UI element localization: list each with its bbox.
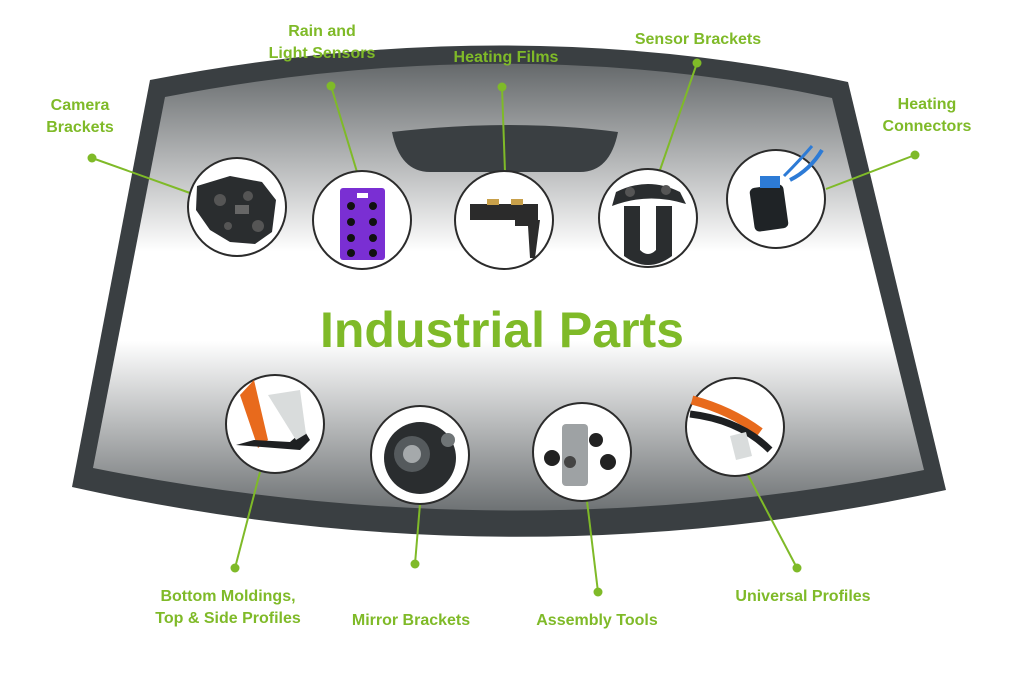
leader-dot-heating-films [497,82,507,92]
leader-line-mirror-brackets [414,503,421,565]
leader-dot-heating-connectors [910,150,920,160]
diagram-title: Industrial Parts [320,302,684,358]
leader-line-universal-profiles [747,474,798,569]
leader-line-assembly-tools [586,500,599,593]
heating-film-icon [454,170,554,270]
label-line: Heating Films [453,49,559,66]
leader-dot-camera-brackets [87,153,97,163]
label-line: Rain and [288,23,356,40]
molding-profile-icon [225,374,325,474]
label-line: Light Sensors [268,45,376,62]
universal-profile-icon [685,377,785,477]
leader-dot-mirror-brackets [410,559,420,569]
sensor-bracket-icon [598,168,698,268]
leader-dot-universal-profiles [792,563,802,573]
label-assembly-tools: Assembly Tools [526,610,668,632]
label-bottom-moldings: Bottom Moldings, Top & Side Profiles [138,586,318,630]
label-universal-profiles: Universal Profiles [722,586,884,608]
leader-dots [87,58,920,597]
leader-dot-bottom-moldings [230,563,240,573]
leader-dot-sensor-brackets [692,58,702,68]
leader-line-rain-light-sensors [330,85,358,173]
leader-dot-assembly-tools [593,587,603,597]
label-sensor-brackets: Sensor Brackets [616,29,780,51]
rain-sensor-icon [312,170,412,270]
label-line: Heating [897,96,957,113]
label-line: Brackets [46,119,114,136]
label-camera-brackets: Camera Brackets [28,95,132,139]
leader-line-bottom-moldings [234,471,261,569]
mirror-bracket-icon [370,405,470,505]
label-line: Sensor Brackets [634,31,762,48]
leader-dot-rain-light-sensors [326,81,336,91]
label-rain-light-sensors: Rain and Light Sensors [254,21,390,65]
label-line: Assembly Tools [536,612,658,629]
leader-line-camera-brackets [91,157,191,194]
label-line: Camera [50,97,110,114]
leader-line-sensor-brackets [659,62,698,171]
leader-line-heating-films [501,86,506,173]
leader-lines [91,62,916,593]
heating-connector-icon [726,145,826,249]
assembly-tool-icon [532,402,632,502]
leader-line-heating-connectors [825,154,916,190]
label-heating-connectors: Heating Connectors [870,94,984,138]
label-line: Top & Side Profiles [155,610,301,627]
label-line: Mirror Brackets [351,612,471,629]
label-line: Bottom Moldings, [160,588,296,605]
label-line: Connectors [882,118,972,135]
label-heating-films: Heating Films [436,47,576,69]
label-mirror-brackets: Mirror Brackets [338,610,484,632]
camera-bracket-icon [187,157,287,257]
label-line: Universal Profiles [735,588,871,605]
